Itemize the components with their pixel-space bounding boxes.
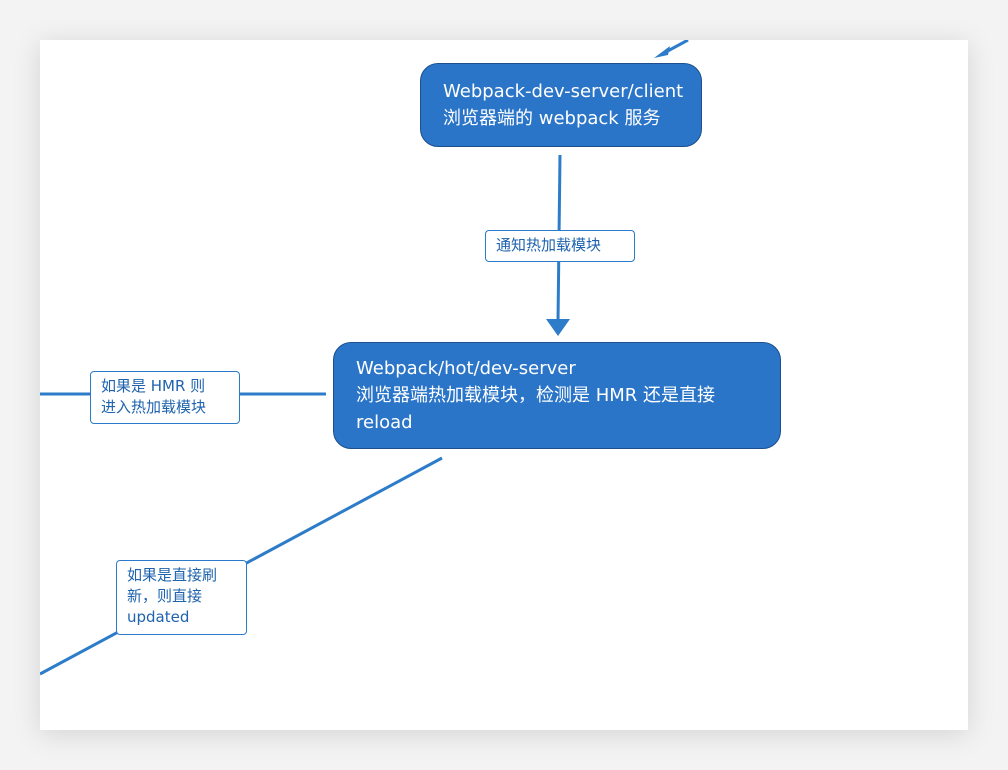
node-client-title: Webpack-dev-server/client [443, 81, 684, 102]
edge-label-hmr-branch: 如果是 HMR 则 进入热加载模块 [90, 371, 240, 424]
node-hot-dev-server-description-cont: reload [356, 412, 413, 433]
incoming-edge-arrowhead [654, 46, 670, 58]
node-webpack-hot-dev-server: Webpack/hot/dev-server 浏览器端热加载模块，检测是 HMR… [333, 342, 781, 449]
edge-label-reload-line1: 如果是直接刷 [127, 566, 218, 584]
edge-label-reload-line2: 新，则直接 [127, 587, 203, 605]
diagram-canvas: Webpack-dev-server/client 浏览器端的 webpack … [40, 40, 968, 730]
edge-label-notify-text: 通知热加载模块 [496, 236, 602, 254]
edge-label-hmr-line2: 进入热加载模块 [101, 398, 207, 416]
edge-label-notify-hot-module: 通知热加载模块 [485, 230, 635, 262]
edge-label-reload-branch: 如果是直接刷 新，则直接 updated [116, 560, 247, 635]
node-hot-dev-server-title: Webpack/hot/dev-server [356, 358, 576, 379]
node-hot-dev-server-description: 浏览器端热加载模块，检测是 HMR 还是直接 [356, 385, 716, 406]
edge-label-hmr-line1: 如果是 HMR 则 [101, 377, 206, 395]
node-webpack-dev-server-client: Webpack-dev-server/client 浏览器端的 webpack … [420, 63, 702, 147]
edge-label-reload-line3: updated [127, 608, 190, 626]
edge-client-to-hot-dev-server-arrowhead [546, 319, 570, 336]
node-client-description: 浏览器端的 webpack 服务 [443, 108, 661, 129]
